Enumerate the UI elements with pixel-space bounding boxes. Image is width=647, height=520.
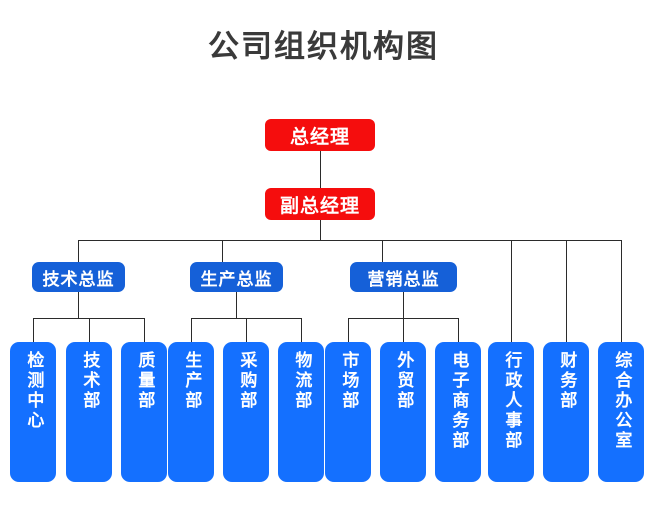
- node-label: 检测中心: [24, 351, 44, 431]
- node-label: 技术总监: [42, 269, 115, 289]
- node-hr-admin-dept[interactable]: 行政人事部: [488, 342, 534, 482]
- connector-sub-to-testing-center: [33, 318, 34, 342]
- connector-sales-director-drop: [403, 292, 404, 318]
- node-label: 外贸部: [394, 351, 414, 411]
- connector-main-bus: [78, 240, 621, 241]
- node-deputy-general-manager[interactable]: 副总经理: [265, 188, 375, 220]
- node-purchasing-dept[interactable]: 采购部: [223, 342, 269, 482]
- node-tech-director[interactable]: 技术总监: [32, 262, 125, 292]
- node-label: 生产总监: [200, 269, 273, 289]
- node-production-director[interactable]: 生产总监: [190, 262, 283, 292]
- connector-sub-to-tech-dept: [89, 318, 90, 342]
- connector-bus-to-hr-admin: [511, 240, 512, 342]
- node-testing-center[interactable]: 检测中心: [10, 342, 56, 482]
- connector-deputy-drop: [320, 220, 321, 241]
- connector-tech-sub-bus: [33, 318, 144, 319]
- node-market-dept[interactable]: 市场部: [325, 342, 371, 482]
- node-logistics-dept[interactable]: 物流部: [278, 342, 324, 482]
- connector-sub-to-purchasing-dept: [246, 318, 247, 342]
- connector-bus-to-production-director: [222, 240, 223, 262]
- connector-production-director-drop: [236, 292, 237, 318]
- connector-sub-to-production-dept: [191, 318, 192, 342]
- connector-tech-director-drop: [78, 292, 79, 318]
- node-label: 营销总监: [367, 269, 440, 289]
- connector-bus-to-sales-director: [382, 240, 383, 262]
- node-label: 技术部: [80, 351, 100, 411]
- node-finance-dept[interactable]: 财务部: [543, 342, 589, 482]
- page-title: 公司组织机构图: [208, 29, 439, 64]
- node-label: 行政人事部: [502, 351, 522, 451]
- node-tech-dept[interactable]: 技术部: [66, 342, 112, 482]
- connector-sub-to-logistics-dept: [301, 318, 302, 342]
- node-foreign-trade-dept[interactable]: 外贸部: [380, 342, 426, 482]
- connector-gm-to-deputy: [320, 151, 321, 188]
- connector-bus-to-finance: [566, 240, 567, 342]
- node-ecommerce-dept[interactable]: 电子商务部: [435, 342, 481, 482]
- connector-bus-to-tech-director: [78, 240, 79, 262]
- node-label: 总经理: [289, 126, 350, 148]
- node-label: 物流部: [292, 351, 312, 411]
- node-label: 财务部: [557, 351, 577, 411]
- node-production-dept[interactable]: 生产部: [168, 342, 214, 482]
- node-general-manager[interactable]: 总经理: [265, 119, 375, 151]
- node-quality-dept[interactable]: 质量部: [121, 342, 167, 482]
- node-general-office-dept[interactable]: 综合办公室: [598, 342, 644, 482]
- connector-bus-to-general-office: [621, 240, 622, 342]
- connector-sub-to-ecommerce-dept: [458, 318, 459, 342]
- node-label: 质量部: [135, 351, 155, 411]
- node-label: 副总经理: [279, 195, 360, 217]
- node-label: 市场部: [339, 351, 359, 411]
- node-label: 综合办公室: [612, 351, 632, 451]
- connector-sub-to-foreign-trade-dept: [403, 318, 404, 342]
- node-label: 采购部: [237, 351, 257, 411]
- connector-sub-to-market-dept: [348, 318, 349, 342]
- connector-sub-to-quality-dept: [144, 318, 145, 342]
- node-label: 电子商务部: [449, 351, 469, 451]
- node-sales-director[interactable]: 营销总监: [350, 262, 457, 292]
- node-label: 生产部: [182, 351, 202, 411]
